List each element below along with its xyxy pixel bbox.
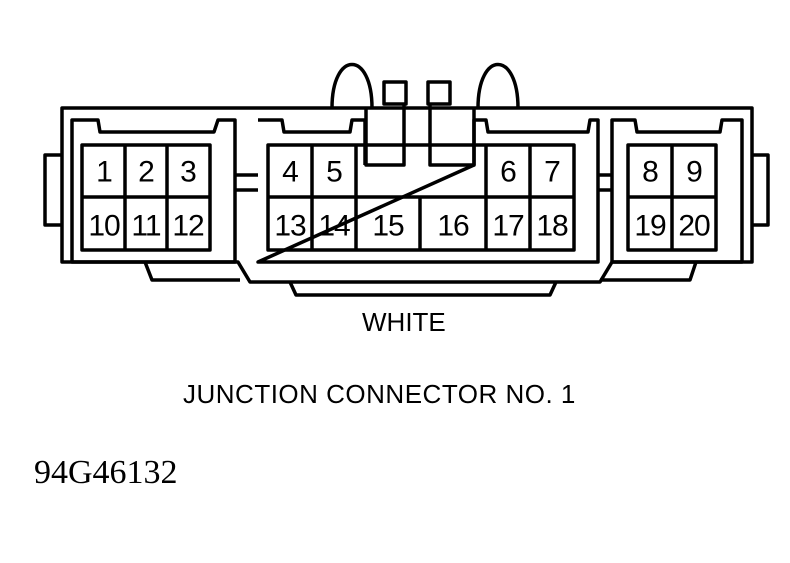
cavity-center xyxy=(256,118,600,264)
cavity-bridge-left xyxy=(235,173,258,192)
latch-key-left xyxy=(382,80,408,106)
pin-20: 20 xyxy=(678,210,710,243)
latch-key-right xyxy=(426,80,452,106)
cavity-bridge-right xyxy=(598,173,612,192)
pin-10: 10 xyxy=(88,210,120,243)
pin-18: 18 xyxy=(536,210,568,243)
pin-12: 12 xyxy=(172,210,204,243)
cavity-left xyxy=(70,118,237,264)
bottom-rail xyxy=(143,261,698,282)
pin-4: 4 xyxy=(282,156,298,189)
latch-arch-right xyxy=(476,63,520,109)
pin-8: 8 xyxy=(642,156,658,189)
left-side-tab xyxy=(43,153,62,227)
latch-center-notch xyxy=(364,104,476,167)
figure-code: 94G46132 xyxy=(34,454,178,491)
right-side-tab xyxy=(752,153,770,227)
pin-1: 1 xyxy=(96,156,112,189)
pin-19: 19 xyxy=(634,210,666,243)
bottom-rail-center xyxy=(288,281,558,297)
pin-2: 2 xyxy=(138,156,154,189)
pin-11: 11 xyxy=(131,210,160,243)
pin-15: 15 xyxy=(372,210,404,243)
pin-16: 16 xyxy=(437,210,469,243)
cavity-right xyxy=(610,118,744,264)
pin-5: 5 xyxy=(326,156,342,189)
connector-title: JUNCTION CONNECTOR NO. 1 xyxy=(183,379,576,409)
pin-7: 7 xyxy=(544,156,560,189)
pin-9: 9 xyxy=(686,156,702,189)
pin-3: 3 xyxy=(180,156,196,189)
pin-6: 6 xyxy=(500,156,516,189)
latch-arch-left xyxy=(330,63,374,109)
pin-14: 14 xyxy=(318,210,350,243)
pin-17: 17 xyxy=(492,210,524,243)
pin-13: 13 xyxy=(274,210,306,243)
connector-color-label: WHITE xyxy=(362,307,446,337)
